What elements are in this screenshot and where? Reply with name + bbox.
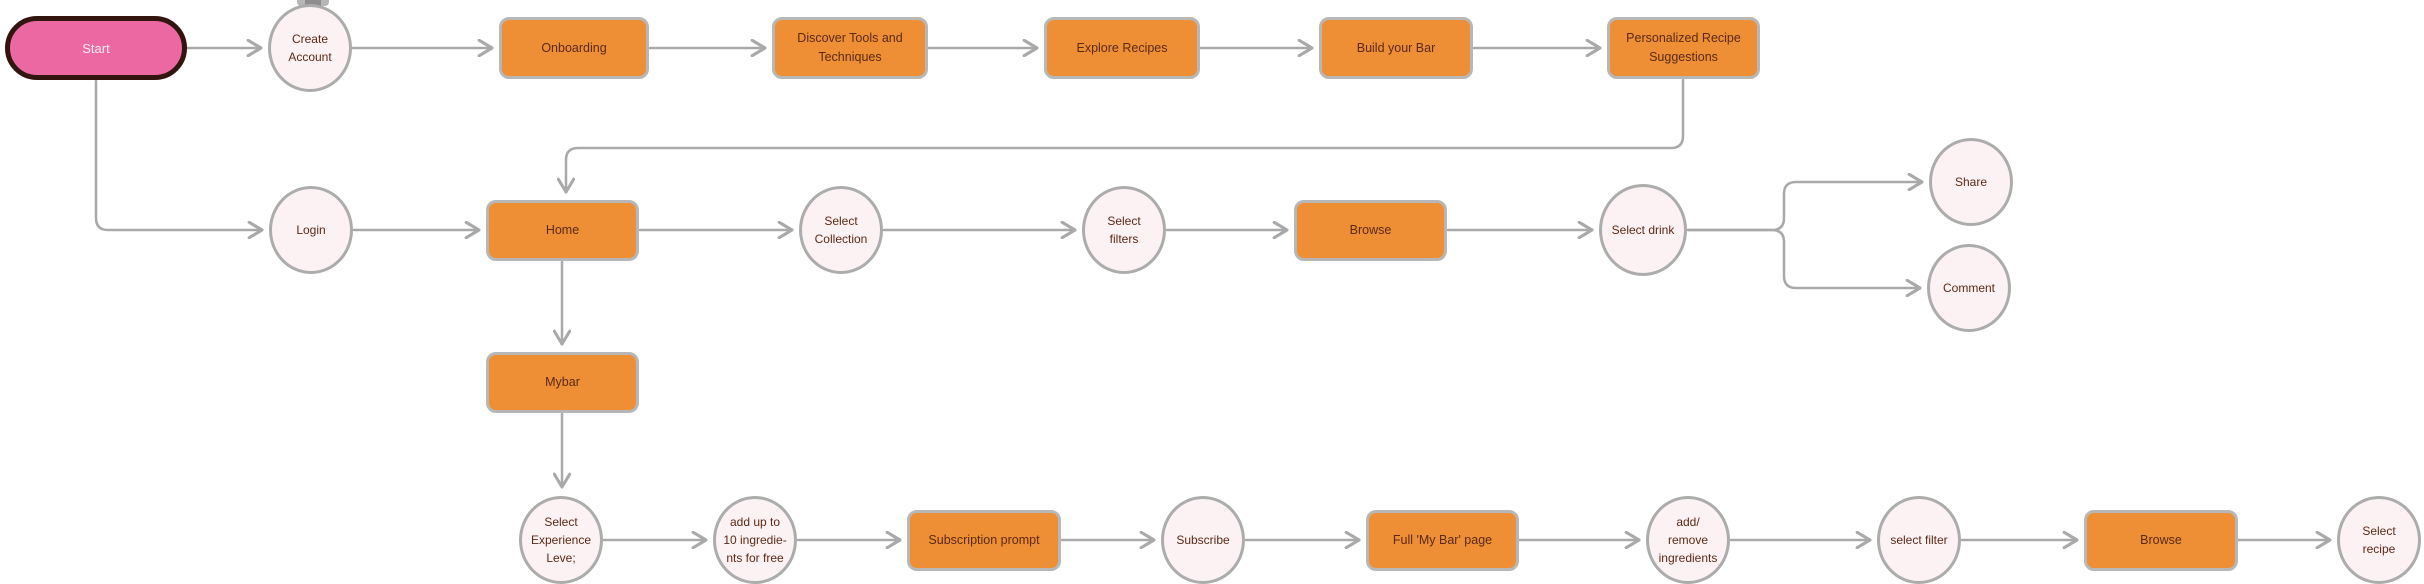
node-subscription-prompt[interactable]: Subscription prompt — [907, 510, 1061, 571]
node-home[interactable]: Home — [486, 200, 639, 261]
node-browse-mybar[interactable]: Browse — [2084, 510, 2238, 571]
node-select-filter[interactable]: select filter — [1877, 496, 1961, 584]
node-subscribe[interactable]: Subscribe — [1161, 496, 1245, 584]
node-select-drink[interactable]: Select drink — [1599, 184, 1687, 276]
node-browse-recipes[interactable]: Browse — [1294, 200, 1447, 261]
node-share[interactable]: Share — [1929, 138, 2013, 226]
clipped-element-top-inner — [305, 0, 321, 6]
node-select-collection[interactable]: Select Collection — [799, 186, 883, 274]
node-create-account[interactable]: Create Account — [268, 4, 352, 92]
node-select-filters[interactable]: Select filters — [1082, 186, 1166, 274]
edge-personalized-home — [566, 78, 1685, 192]
node-onboarding[interactable]: Onboarding — [499, 17, 649, 79]
clipped-element-top — [297, 0, 329, 6]
node-select-experience[interactable]: Select Experience Leve; — [519, 496, 603, 584]
node-mybar[interactable]: Mybar — [486, 352, 639, 413]
node-personalized-suggestions[interactable]: Personalized Recipe Suggestions — [1607, 17, 1760, 79]
edge-select-drink-share — [1686, 182, 1922, 232]
node-explore-recipes[interactable]: Explore Recipes — [1044, 17, 1200, 79]
edge-start-login — [94, 79, 262, 230]
node-full-mybar-page[interactable]: Full 'My Bar' page — [1366, 510, 1519, 571]
node-start[interactable]: Start — [5, 16, 187, 80]
node-comment[interactable]: Comment — [1927, 244, 2011, 332]
node-build-your-bar[interactable]: Build your Bar — [1319, 17, 1473, 79]
node-add-ingredients-free[interactable]: add up to 10 ingredie- nts for free — [713, 496, 797, 584]
edge-select-drink-comment — [1686, 228, 1920, 288]
node-login[interactable]: Login — [269, 186, 353, 274]
node-add-remove-ingredients[interactable]: add/ remove ingredients — [1646, 496, 1730, 584]
node-select-recipe[interactable]: Select recipe — [2337, 496, 2421, 584]
node-discover-tools[interactable]: Discover Tools and Techniques — [772, 17, 928, 79]
